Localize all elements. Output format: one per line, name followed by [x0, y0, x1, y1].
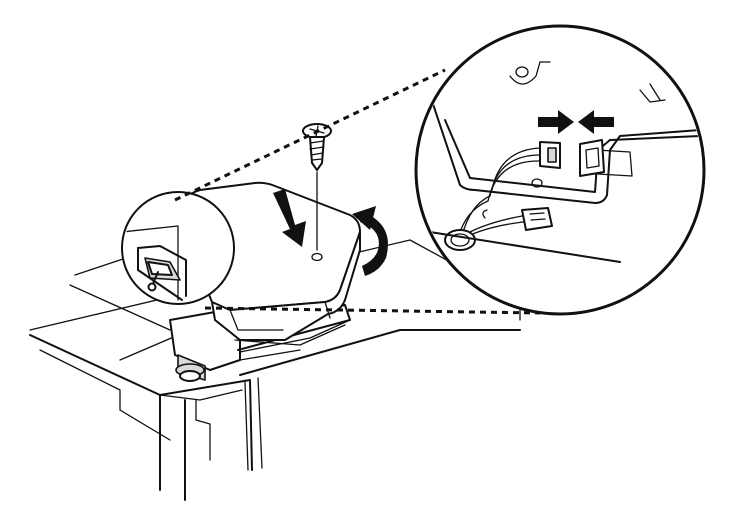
connector-plug: [579, 139, 605, 177]
detail-leader-lines: [174, 68, 541, 315]
connect-right-arrow-icon: [538, 110, 574, 134]
wire-harness-connector: [457, 141, 561, 239]
detail-inset-small: [121, 191, 235, 305]
rotate-arrow-icon: [352, 206, 388, 276]
press-down-arrow-icon: [273, 189, 306, 247]
spare-connector: [467, 207, 553, 237]
detail-inset-large: [414, 24, 706, 316]
appliance-top-panel: [29, 239, 521, 501]
connect-left-arrow-icon: [578, 110, 614, 134]
wire-grommet: [444, 229, 476, 251]
toggle-switch-icon: [144, 257, 181, 292]
